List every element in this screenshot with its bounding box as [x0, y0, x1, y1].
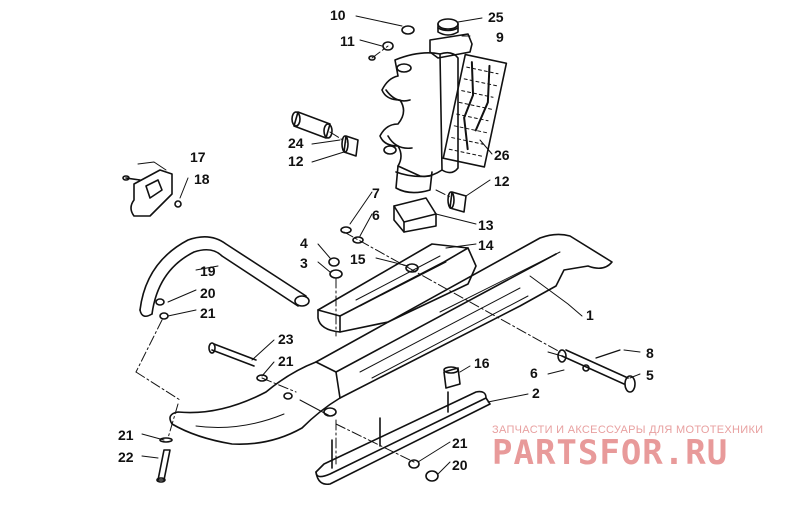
callout-21-bottom: 21 [452, 435, 468, 451]
callout-21-bottom-left: 21 [118, 427, 134, 443]
callout-18: 18 [194, 171, 210, 187]
ski-1 [169, 233, 613, 445]
watermark-tagline: ЗАПЧАСТИ И АКСЕССУАРЫ ДЛЯ МОТОТЕХНИКИ [492, 424, 764, 436]
callout-20-left: 20 [200, 285, 216, 301]
callout-15: 15 [350, 251, 366, 267]
bushing-12-left [341, 135, 359, 157]
center-lines [135, 45, 561, 465]
callout-21-middle: 21 [278, 353, 294, 369]
callout-labels: 1 2 3 4 5 6 6 7 8 9 10 11 12 12 13 14 15… [118, 7, 654, 473]
watermark-logo: PARTSFOR.RU [492, 433, 728, 473]
callout-16: 16 [474, 355, 490, 371]
washer-6-upper [352, 236, 364, 244]
callout-12-right: 12 [494, 173, 510, 189]
bushing-24 [291, 111, 333, 139]
callout-13: 13 [478, 217, 494, 233]
wear-bar-2 [315, 390, 491, 486]
callout-8: 8 [646, 345, 654, 361]
callout-3: 3 [300, 255, 308, 271]
decal-26 [442, 53, 508, 168]
callout-6-lower: 6 [530, 365, 538, 381]
callout-25: 25 [488, 9, 504, 25]
bolt-5 [557, 349, 636, 393]
nut-11 [382, 41, 394, 51]
callout-2: 2 [532, 385, 540, 401]
callout-7: 7 [372, 185, 380, 201]
callout-12-left: 12 [288, 153, 304, 169]
bolt-23 [208, 342, 268, 382]
ski-loop-19 [139, 236, 310, 320]
callout-5: 5 [646, 367, 654, 383]
spindle-cap [437, 18, 459, 36]
callout-1: 1 [586, 307, 594, 323]
callout-10: 10 [330, 7, 346, 23]
nut-4 [328, 257, 340, 267]
callout-17: 17 [190, 149, 206, 165]
washer-21-bottom [408, 459, 420, 469]
callout-22: 22 [118, 449, 134, 465]
callout-20-bottom: 20 [452, 457, 468, 473]
spindle-part [379, 33, 473, 194]
callout-11: 11 [340, 33, 355, 49]
handle-bracket-17 [122, 169, 182, 217]
nut-20-bottom [425, 470, 439, 482]
leader-lines [137, 15, 641, 475]
bolt-22 [156, 437, 173, 483]
washer-7 [340, 226, 352, 234]
washer-3 [329, 269, 343, 279]
washer-10 [401, 25, 415, 35]
callout-19: 19 [200, 263, 216, 279]
stopper-13 [393, 197, 437, 233]
callout-6-upper: 6 [372, 207, 380, 223]
callout-23: 23 [278, 331, 294, 347]
callout-21-left: 21 [200, 305, 216, 321]
callout-26: 26 [494, 147, 510, 163]
callout-4: 4 [300, 235, 308, 251]
bushing-12-right [447, 191, 467, 213]
stud-16 [443, 366, 461, 389]
callout-9: 9 [496, 29, 504, 45]
saddle-14 [317, 243, 477, 333]
callout-14: 14 [478, 237, 494, 253]
callout-24: 24 [288, 135, 304, 151]
